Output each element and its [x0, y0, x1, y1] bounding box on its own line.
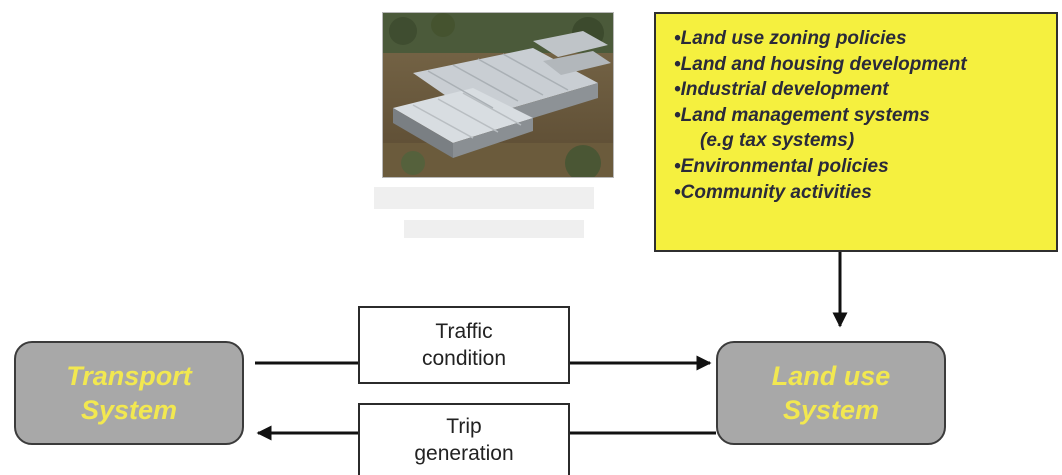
land-use-system-node: Land use System — [716, 341, 946, 445]
traffic-condition-label: Traffic condition — [358, 306, 570, 384]
transport-system-label-2: System — [80, 395, 178, 425]
trip-generation-line-2: generation — [414, 442, 514, 465]
policy-item-community: •Community activities — [674, 181, 872, 203]
policy-item-tax-note: (e.g tax systems) — [700, 130, 855, 152]
policy-item-industrial: •Industrial development — [674, 79, 889, 101]
policy-item-land-management: •Land management systems — [674, 104, 930, 126]
trip-generation-label: Trip generation — [358, 403, 570, 475]
land-use-policy-box: •Land use zoning policies •Land and hous… — [654, 12, 1058, 252]
traffic-condition-line-1: Traffic — [435, 320, 493, 343]
policy-item-zoning: •Land use zoning policies — [674, 28, 907, 49]
ghost-smudge — [354, 12, 654, 252]
trip-generation-line-1: Trip — [446, 415, 482, 438]
policy-list: •Land use zoning policies •Land and hous… — [674, 26, 1056, 205]
traffic-condition-line-2: condition — [421, 347, 507, 370]
land-use-system-label-1: Land use — [771, 361, 891, 391]
policy-item-environmental: •Environmental policies — [674, 155, 889, 177]
industrial-aerial-photo — [382, 12, 614, 178]
policy-item-housing: •Land and housing development — [674, 53, 967, 75]
transport-system-node: Transport System — [14, 341, 244, 445]
transport-system-label-1: Transport — [66, 361, 192, 391]
land-use-system-label-2: System — [782, 395, 880, 425]
